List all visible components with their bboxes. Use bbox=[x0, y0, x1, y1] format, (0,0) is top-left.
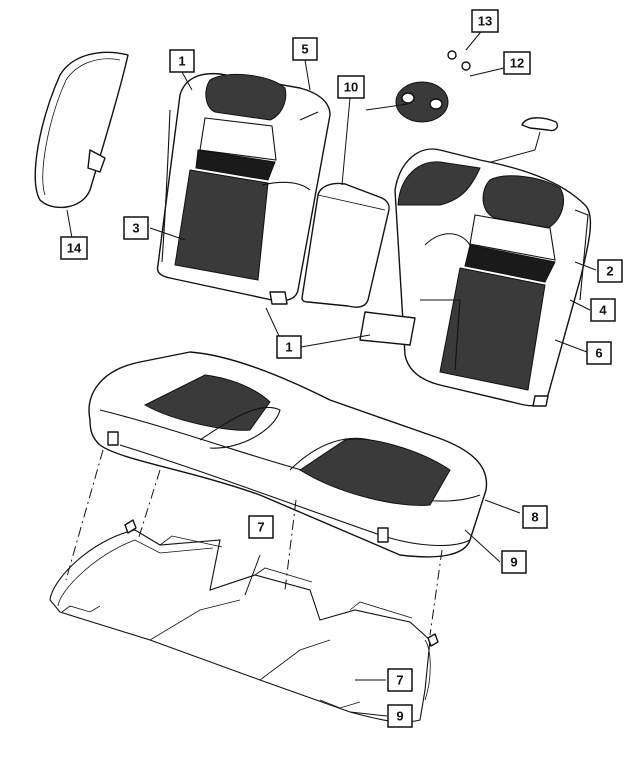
callout-1-bottom: 1 bbox=[276, 335, 302, 359]
svg-text:13: 13 bbox=[478, 14, 492, 29]
callout-8: 8 bbox=[522, 505, 548, 529]
latch-strap bbox=[479, 117, 559, 166]
svg-text:3: 3 bbox=[132, 221, 139, 236]
callout-2: 2 bbox=[597, 259, 623, 283]
left-seatback bbox=[156, 72, 331, 305]
svg-text:14: 14 bbox=[67, 241, 82, 256]
svg-text:1: 1 bbox=[178, 54, 185, 69]
svg-text:5: 5 bbox=[301, 42, 308, 57]
leader-lines bbox=[66, 27, 597, 717]
callout-5: 5 bbox=[292, 37, 318, 61]
projection-lines bbox=[65, 449, 443, 636]
callout-10: 10 bbox=[337, 75, 365, 99]
svg-text:9: 9 bbox=[510, 555, 517, 570]
headrest-guide bbox=[395, 50, 471, 123]
svg-text:8: 8 bbox=[531, 510, 538, 525]
svg-text:2: 2 bbox=[606, 264, 613, 279]
callout-9-bottom: 9 bbox=[387, 704, 413, 728]
svg-text:7: 7 bbox=[396, 673, 403, 688]
seat-cushion bbox=[88, 351, 488, 558]
armrest-part bbox=[34, 51, 129, 209]
callout-7-top: 7 bbox=[248, 515, 274, 539]
svg-text:4: 4 bbox=[599, 303, 607, 318]
svg-text:12: 12 bbox=[510, 56, 524, 71]
svg-text:7: 7 bbox=[257, 520, 264, 535]
callout-3: 3 bbox=[123, 216, 149, 240]
right-seatback bbox=[359, 148, 592, 407]
svg-text:1: 1 bbox=[285, 340, 292, 355]
callout-12: 12 bbox=[503, 51, 531, 75]
svg-text:9: 9 bbox=[396, 709, 403, 724]
callout-4: 4 bbox=[590, 298, 616, 322]
svg-text:10: 10 bbox=[344, 80, 358, 95]
seat-frame bbox=[49, 519, 439, 723]
center-armrest-pad bbox=[301, 182, 390, 308]
callout-7-bottom: 7 bbox=[387, 668, 413, 692]
callout-1-top: 1 bbox=[169, 49, 195, 73]
callout-6: 6 bbox=[586, 341, 612, 365]
callout-14: 14 bbox=[60, 236, 88, 260]
callout-13: 13 bbox=[471, 9, 499, 33]
callout-9-right: 9 bbox=[501, 550, 527, 574]
svg-text:6: 6 bbox=[595, 346, 602, 361]
